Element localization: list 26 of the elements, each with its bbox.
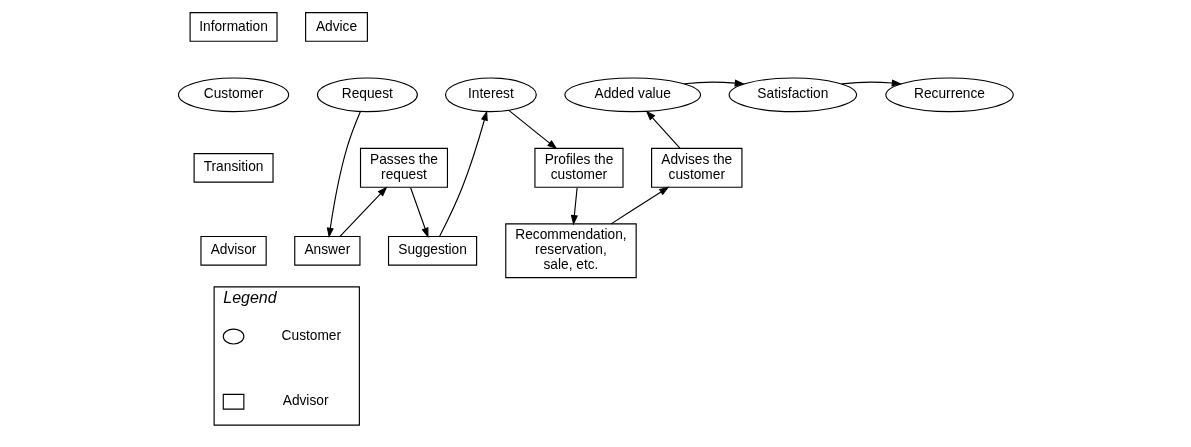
node-ellipse: Request xyxy=(316,77,418,113)
arrow xyxy=(840,79,902,87)
node-ellipse: Added value xyxy=(563,77,701,113)
node-box: Profiles the customer xyxy=(533,147,624,188)
node-box: Advice xyxy=(304,12,368,42)
arrow xyxy=(570,187,578,226)
arrow xyxy=(438,110,488,237)
arrow xyxy=(645,110,680,149)
node-box: Advisor xyxy=(199,235,267,266)
node-box: Suggestion xyxy=(387,235,477,266)
arrow xyxy=(338,186,387,237)
arrow xyxy=(326,111,361,239)
node-box: Recommendation, reservation, sale, etc. xyxy=(504,223,637,279)
arrow xyxy=(683,79,745,87)
node-ellipse: Interest xyxy=(444,77,537,113)
node-box: Information xyxy=(189,12,278,42)
legend-label: Advisor xyxy=(282,393,328,409)
node-box: Transition xyxy=(193,153,274,183)
node-box: Advises the customer xyxy=(650,147,743,188)
arrow xyxy=(508,110,557,150)
node-box: Passes the request xyxy=(359,147,448,188)
node-box: Answer xyxy=(293,235,360,266)
legend-label: Customer xyxy=(281,328,341,344)
node-ellipse: Customer xyxy=(177,77,289,113)
arrow xyxy=(610,186,669,225)
arrow xyxy=(409,187,428,238)
